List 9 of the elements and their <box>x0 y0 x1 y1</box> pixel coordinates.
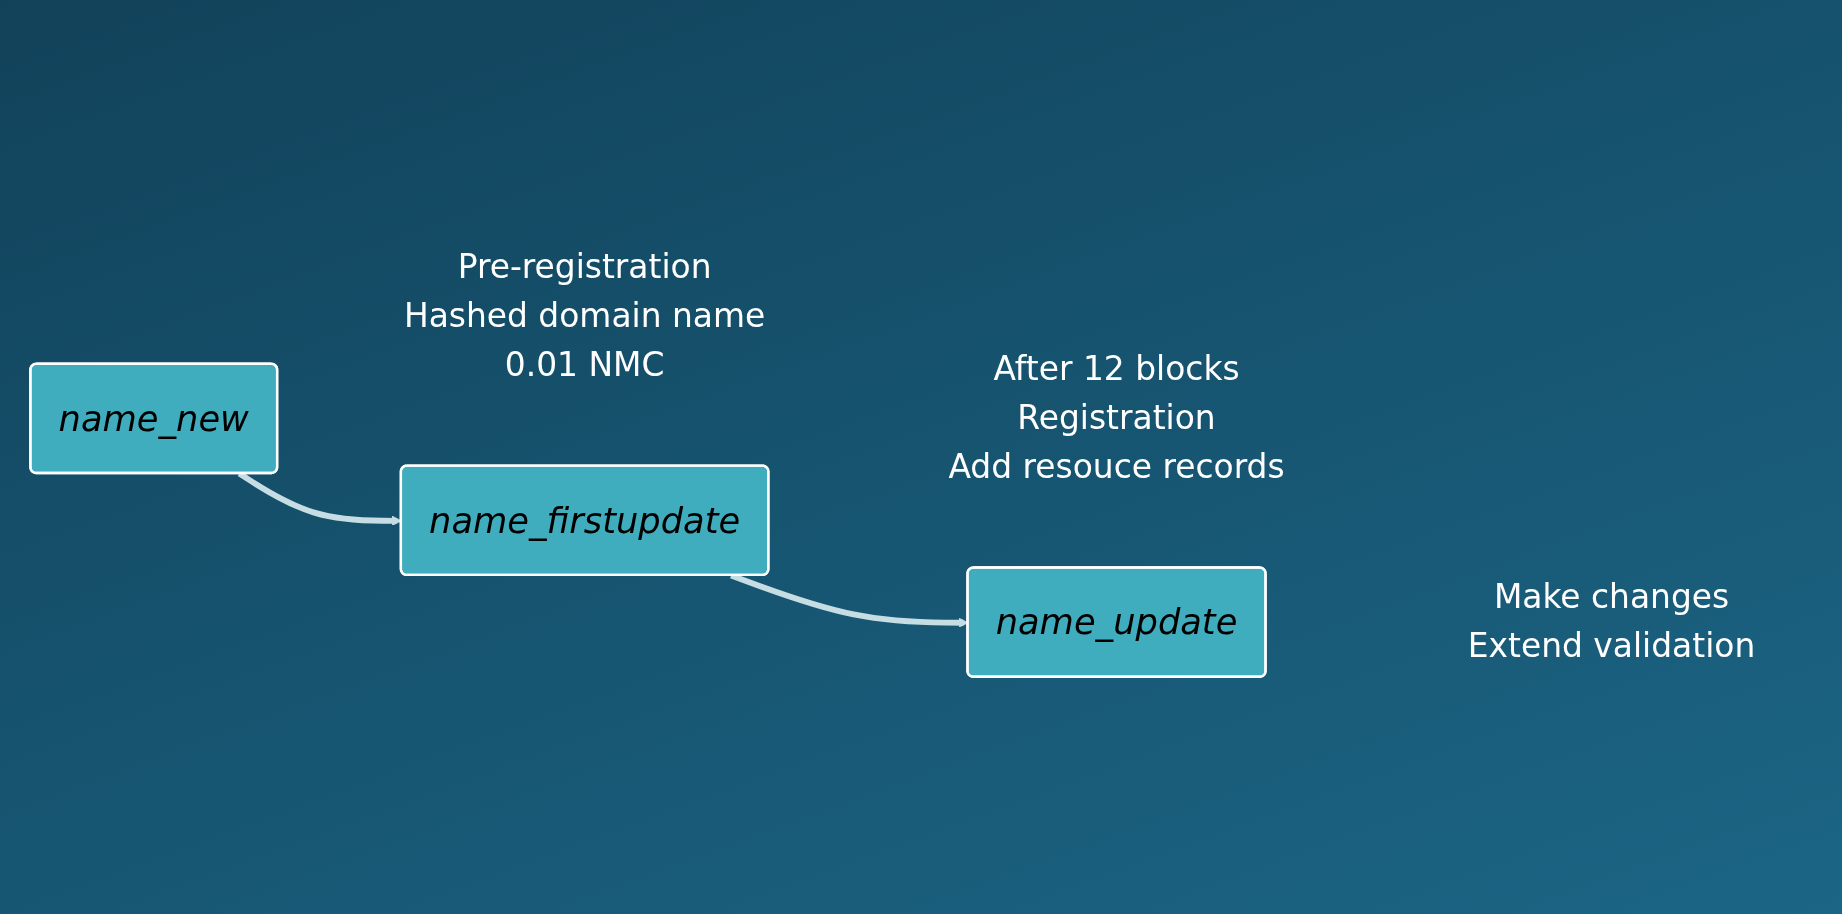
node-label: Add resouce records <box>948 447 1285 487</box>
node-label: After 12 blocks <box>993 349 1240 388</box>
node-label: Registration <box>1017 398 1216 438</box>
node-label: Pre-registration <box>457 247 712 286</box>
node-label: Extend validation <box>1467 626 1756 666</box>
node-label: Make changes <box>1493 577 1730 617</box>
arrow <box>237 471 402 526</box>
node-label: 0.01 NMC <box>504 345 665 385</box>
node-label: Hashed domain name <box>403 296 766 336</box>
